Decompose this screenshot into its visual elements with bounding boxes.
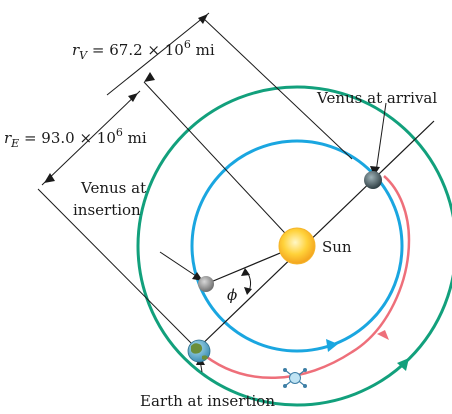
re-label: rE = 93.0 × 106 mi bbox=[4, 126, 147, 150]
re-extension-lower bbox=[37, 188, 198, 350]
transfer-orbit bbox=[198, 175, 411, 379]
transfer-orbit-arrow bbox=[377, 330, 389, 340]
rv-label: rV = 67.2 × 106 mi bbox=[72, 38, 215, 62]
re-arrow-top bbox=[128, 93, 138, 102]
venus-orbit-arrow bbox=[326, 339, 338, 352]
phi-arc-arrow-top bbox=[241, 268, 250, 276]
re-dimension-line bbox=[41, 90, 141, 186]
sun-label: Sun bbox=[322, 238, 352, 256]
venus-at-insertion-label-line2: insertion bbox=[73, 201, 141, 219]
earth-at-insertion-label: Earth at insertion bbox=[140, 392, 275, 410]
phi-arc-arrow-bottom bbox=[244, 287, 252, 295]
venus-orbit bbox=[190, 139, 404, 353]
phi-label: ϕ bbox=[227, 286, 237, 304]
rv-arrow-bottom bbox=[144, 72, 155, 82]
planet-venus-icon bbox=[198, 276, 214, 292]
planet-venus-icon bbox=[364, 171, 382, 189]
planet-earth-icon bbox=[187, 339, 211, 363]
rv-dimension-line bbox=[106, 12, 210, 96]
rv-extension-upper bbox=[202, 17, 353, 160]
sun-icon bbox=[278, 227, 316, 265]
rv-extension-lower bbox=[143, 81, 298, 247]
sun-earth-venus-line bbox=[194, 120, 435, 352]
venus-at-arrival-label: Venus at arrival bbox=[316, 89, 437, 107]
earth-orbit-arrow bbox=[397, 358, 409, 371]
spacecraft-icon bbox=[283, 368, 307, 388]
venus-at-insertion-label-line1: Venus at bbox=[80, 179, 146, 197]
venus-arrival-leader-arrow bbox=[370, 166, 380, 176]
venus-insertion-leader bbox=[159, 251, 200, 279]
venus-arrival-leader bbox=[375, 102, 387, 173]
earth-orbit bbox=[136, 85, 452, 407]
rv-arrow-top bbox=[198, 14, 208, 24]
re-arrow-bottom bbox=[44, 173, 55, 183]
